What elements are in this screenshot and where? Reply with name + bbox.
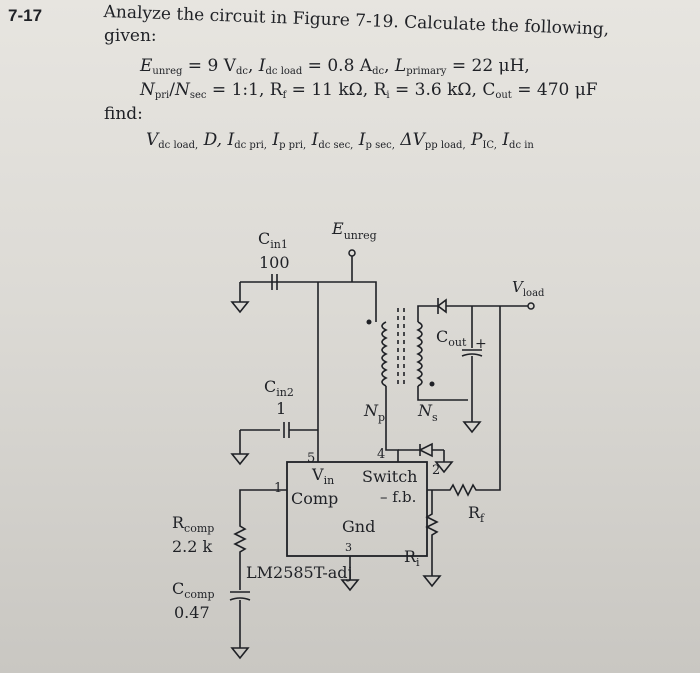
- ccomp-label: Ccomp: [172, 579, 215, 601]
- pin-2: 2: [432, 463, 440, 478]
- pin-4: 4: [377, 447, 385, 462]
- cin1-label: Cin1: [258, 229, 288, 251]
- ic-gnd-label: Gnd: [342, 517, 375, 536]
- ground-ri: [422, 575, 442, 588]
- ic-part-number: LM2585T-adj: [246, 563, 352, 582]
- vload-terminal: [527, 302, 535, 310]
- given-idc-load-value: 0.8 A: [327, 56, 373, 76]
- find-list: Vdc load, D, Idc pri, Ip pri, Idc sec, I…: [146, 130, 534, 151]
- ri-label: Ri: [404, 547, 420, 569]
- primary-dot: [366, 319, 372, 325]
- eunreg-label: Eunreg: [331, 219, 377, 242]
- given-cout-value: 470 μF: [536, 80, 598, 100]
- rcomp-label: Rcomp: [172, 513, 214, 535]
- given-turns-value: 1:1,: [231, 80, 265, 100]
- secondary-winding: [416, 321, 423, 387]
- problem-number: 7-17: [8, 6, 43, 25]
- given-line-1: Eunreg = 9 Vdc, Idc load = 0.8 Adc, Lpri…: [140, 56, 530, 77]
- ns-label: Ns: [417, 401, 438, 424]
- ic-fb-label: – f.b.: [380, 488, 416, 506]
- np-label: Np: [363, 401, 385, 424]
- pin-1: 1: [274, 481, 282, 496]
- ic-vin-label: Vin: [311, 465, 334, 487]
- given-ri-value: 3.6 kΩ,: [414, 80, 477, 100]
- cin2-value: 1: [276, 399, 286, 418]
- ground-cin1: [230, 301, 250, 314]
- ground-cout: [462, 421, 482, 434]
- pin-5: 5: [307, 451, 315, 466]
- ccomp-value: 0.47: [174, 603, 210, 622]
- given-eunreg-value: 9 V: [207, 56, 236, 76]
- ic-comp-label: Comp: [291, 489, 338, 508]
- ground-clamp: [434, 461, 454, 474]
- ground-cin2: [230, 453, 250, 466]
- eunreg-terminal: [348, 249, 356, 257]
- given-line-2: Npri/Nsec = 1:1, Rf = 11 kΩ, Ri = 3.6 kΩ…: [140, 80, 598, 101]
- cout-label: Cout: [436, 327, 467, 349]
- vload-label: Vload: [512, 278, 545, 299]
- given-label: given:: [104, 26, 157, 46]
- secondary-dot: [429, 381, 435, 387]
- ground-ic: [340, 579, 360, 592]
- rf-label: Rf: [468, 503, 485, 525]
- cin1-value: 100: [259, 253, 290, 272]
- ground-comp: [230, 647, 250, 660]
- find-label: find:: [104, 104, 143, 124]
- primary-winding: [381, 321, 388, 387]
- given-lprimary-value: 22 μH,: [471, 56, 530, 76]
- rcomp-value: 2.2 k: [172, 537, 213, 556]
- ic-switch-label: Switch: [362, 467, 417, 486]
- cout-plus: +: [475, 336, 487, 352]
- cin2-label: Cin2: [264, 377, 294, 399]
- ic-block: [286, 461, 428, 557]
- pin-3: 3: [345, 541, 352, 554]
- given-rf-value: 11 kΩ,: [311, 80, 369, 100]
